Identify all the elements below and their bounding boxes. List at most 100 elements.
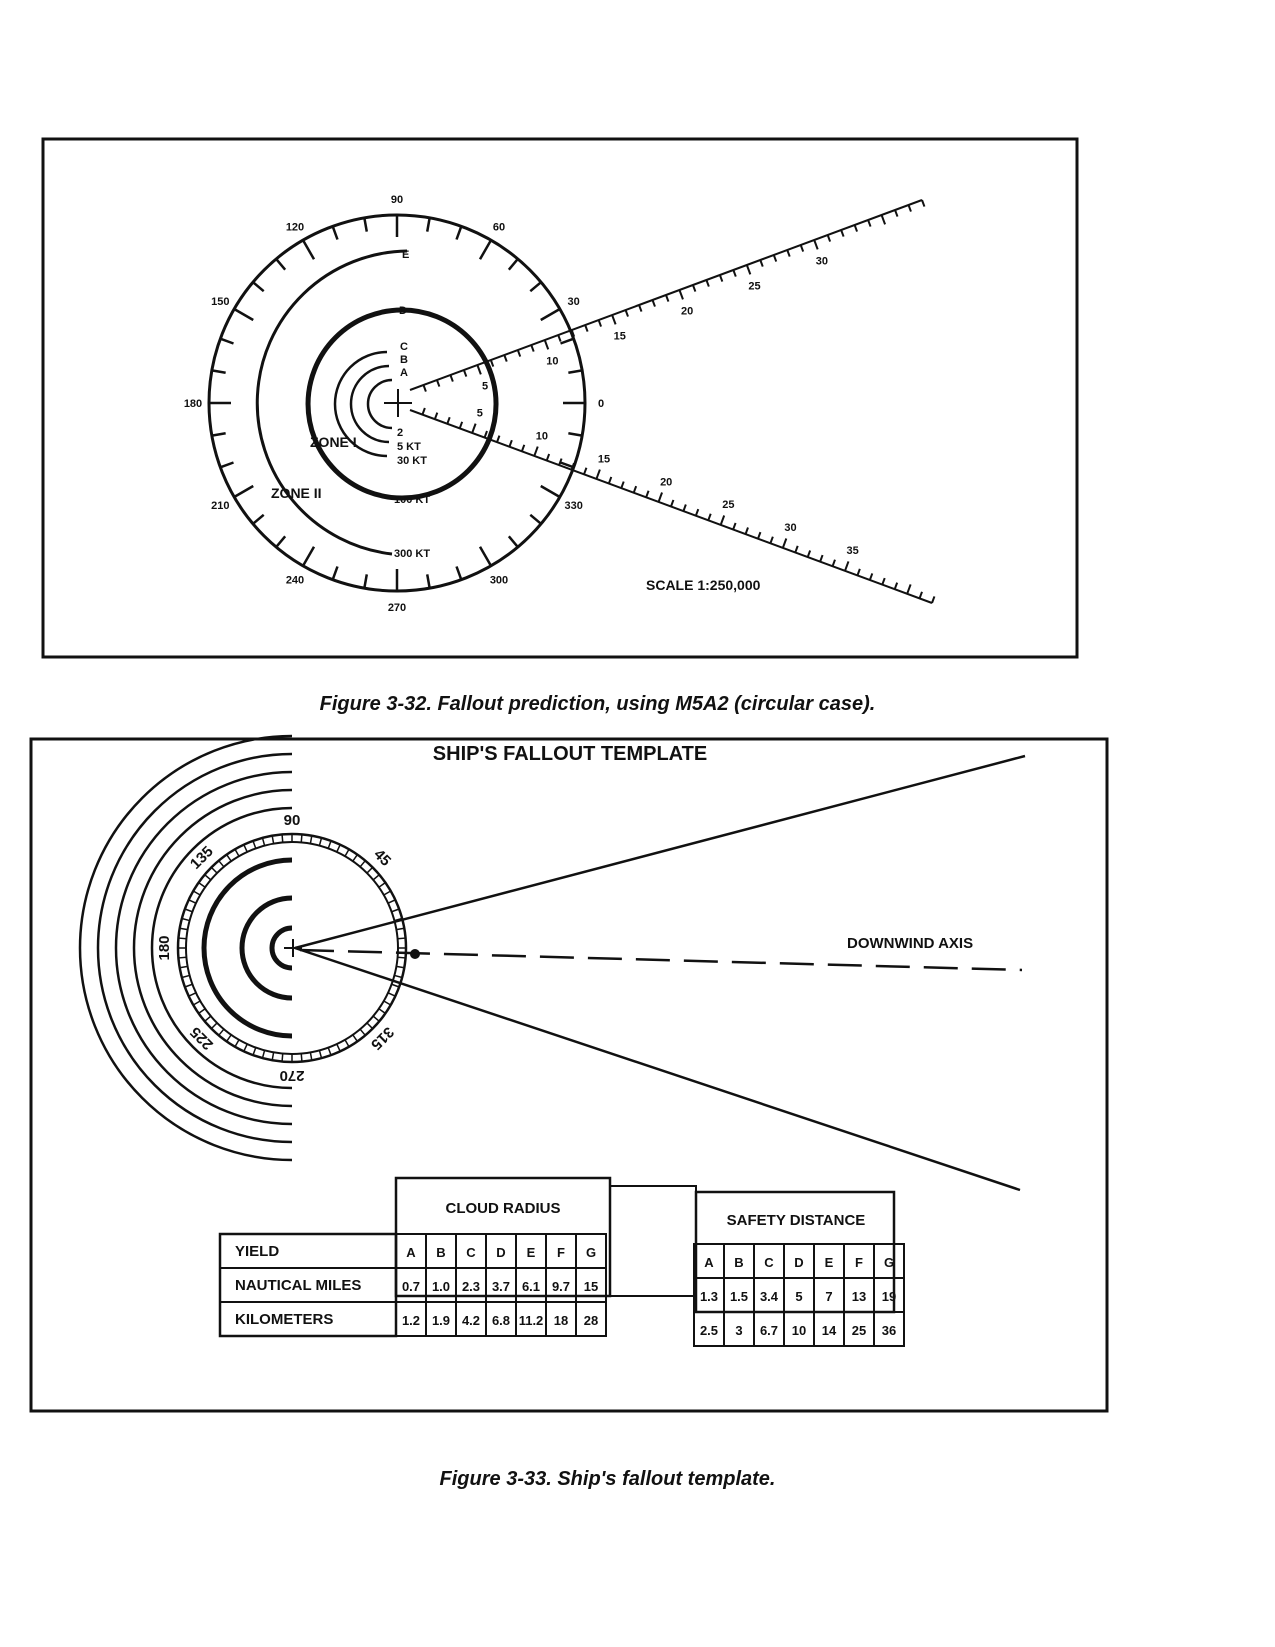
ring-tick xyxy=(188,899,197,904)
compass-tick xyxy=(331,225,339,240)
ring-tick xyxy=(394,917,403,922)
lower-distance-tick xyxy=(583,467,588,475)
ring-tick xyxy=(336,844,341,853)
ring-tick xyxy=(397,956,406,959)
upper-distance-tick xyxy=(543,339,550,350)
figure-3-33-caption: Figure 3-33. Ship's fallout template. xyxy=(439,1468,776,1490)
ring-tick xyxy=(192,1000,201,1006)
ring-tick xyxy=(344,848,350,857)
ring-tick xyxy=(198,1008,206,1015)
upper-distance-tick xyxy=(611,314,617,325)
ring-tick xyxy=(210,1022,218,1030)
cloud-radius-value: 1.9 xyxy=(432,1313,450,1328)
lower-distance-tick xyxy=(421,407,426,415)
range-arc xyxy=(96,752,293,1144)
inner-arc-3 xyxy=(201,857,293,1039)
lower-distance-tick xyxy=(607,476,613,484)
lower-distance-tick xyxy=(769,536,774,544)
cloud-radius-value: C xyxy=(466,1245,476,1260)
ring-tick xyxy=(309,835,313,844)
lower-distance-tick xyxy=(794,545,799,553)
upper-distance-label: 15 xyxy=(614,331,626,343)
compass-tick xyxy=(363,574,369,589)
ring-tick xyxy=(271,1052,275,1061)
safety-distance-value: 5 xyxy=(795,1289,802,1304)
upper-distance-tick xyxy=(503,354,508,362)
upper-distance-tick xyxy=(745,264,752,275)
ring-tick xyxy=(391,908,400,913)
upper-distance-tick xyxy=(665,294,670,302)
cloud-label-A: A xyxy=(400,367,408,379)
cloud-radius-value: 2.3 xyxy=(462,1279,480,1294)
ring-tick xyxy=(366,866,374,874)
upper-distance-tick xyxy=(651,299,656,307)
cloud-radius-value: 1.2 xyxy=(402,1313,420,1328)
lower-distance-tick xyxy=(433,412,439,420)
compass-label: 300 xyxy=(490,575,508,587)
lower-distance-tick xyxy=(558,458,563,466)
upper-distance-tick xyxy=(570,329,576,337)
lower-distance-tick xyxy=(819,554,824,562)
ring-tick xyxy=(391,983,400,988)
compass-tick xyxy=(211,431,226,437)
lower-distance-tick xyxy=(670,499,675,507)
compass-tick xyxy=(425,574,431,589)
compass-label: 30 xyxy=(568,296,580,308)
compass-tick xyxy=(425,217,431,232)
ring-tick xyxy=(181,917,190,922)
safety-distance-value: 7 xyxy=(825,1289,832,1304)
ring-tick xyxy=(359,1028,366,1036)
compass-tick xyxy=(507,535,519,548)
safety-distance-value: A xyxy=(704,1255,714,1270)
upper-distance-tick xyxy=(436,379,441,387)
range-arc xyxy=(150,806,293,1090)
compass-tick xyxy=(331,566,339,581)
compass-label: 60 xyxy=(493,221,505,233)
ring-tick xyxy=(378,881,386,888)
compass-tick xyxy=(252,513,265,525)
lower-distance-tick xyxy=(719,515,726,526)
range-arc xyxy=(78,734,293,1162)
ring-tick xyxy=(218,1028,225,1036)
lower-distance-tick xyxy=(483,430,488,438)
lower-distance-tick xyxy=(707,513,712,521)
lower-distance-label: 35 xyxy=(847,545,859,557)
cloud-label-E: E xyxy=(402,249,409,261)
lower-distance-tick xyxy=(893,582,899,590)
cloud-arc-D-left xyxy=(305,307,403,501)
lower-distance-label: 10 xyxy=(536,430,548,442)
figure-border xyxy=(29,737,1109,1413)
compass-tick xyxy=(363,217,369,232)
cloud-arc-B xyxy=(349,364,390,444)
safety-distance-header: SAFETY DISTANCE xyxy=(727,1212,866,1229)
ring-tick xyxy=(252,840,257,849)
lower-distance-tick xyxy=(458,421,464,429)
safety-distance-value: 10 xyxy=(792,1323,806,1338)
row-label-kilometers: KILOMETERS xyxy=(235,1311,333,1328)
ring-tick xyxy=(218,860,225,868)
safety-distance-value: 1.3 xyxy=(700,1289,718,1304)
ring-tick xyxy=(252,1047,257,1056)
speed-label-5kt: 5 KT xyxy=(397,441,421,453)
cloud-radius-value: G xyxy=(586,1245,596,1260)
lower-distance-tick xyxy=(520,444,526,452)
upper-distance-tick xyxy=(907,204,912,212)
ring-tick xyxy=(372,874,380,881)
safety-distance-value: G xyxy=(884,1255,894,1270)
upper-distance-tick xyxy=(597,319,603,327)
ring-tick xyxy=(210,866,218,874)
upper-distance-tick xyxy=(489,359,495,367)
ship-fallout-template-diagram: SHIP'S FALLOUT TEMPLATE 4590135180225270… xyxy=(29,734,1109,1413)
upper-distance-label: 30 xyxy=(816,256,828,268)
bearing-label: 180 xyxy=(156,935,173,960)
lower-distance-tick xyxy=(844,561,850,572)
template-title: SHIP'S FALLOUT TEMPLATE xyxy=(433,743,707,765)
upper-distance-tick xyxy=(880,214,886,225)
compass-label: 330 xyxy=(564,500,582,512)
compass-label: 0 xyxy=(598,398,604,410)
upper-distance-label: 20 xyxy=(681,306,693,318)
ring-tick xyxy=(318,837,323,846)
lower-distance-tick xyxy=(931,596,936,604)
compass-tick xyxy=(219,461,234,469)
